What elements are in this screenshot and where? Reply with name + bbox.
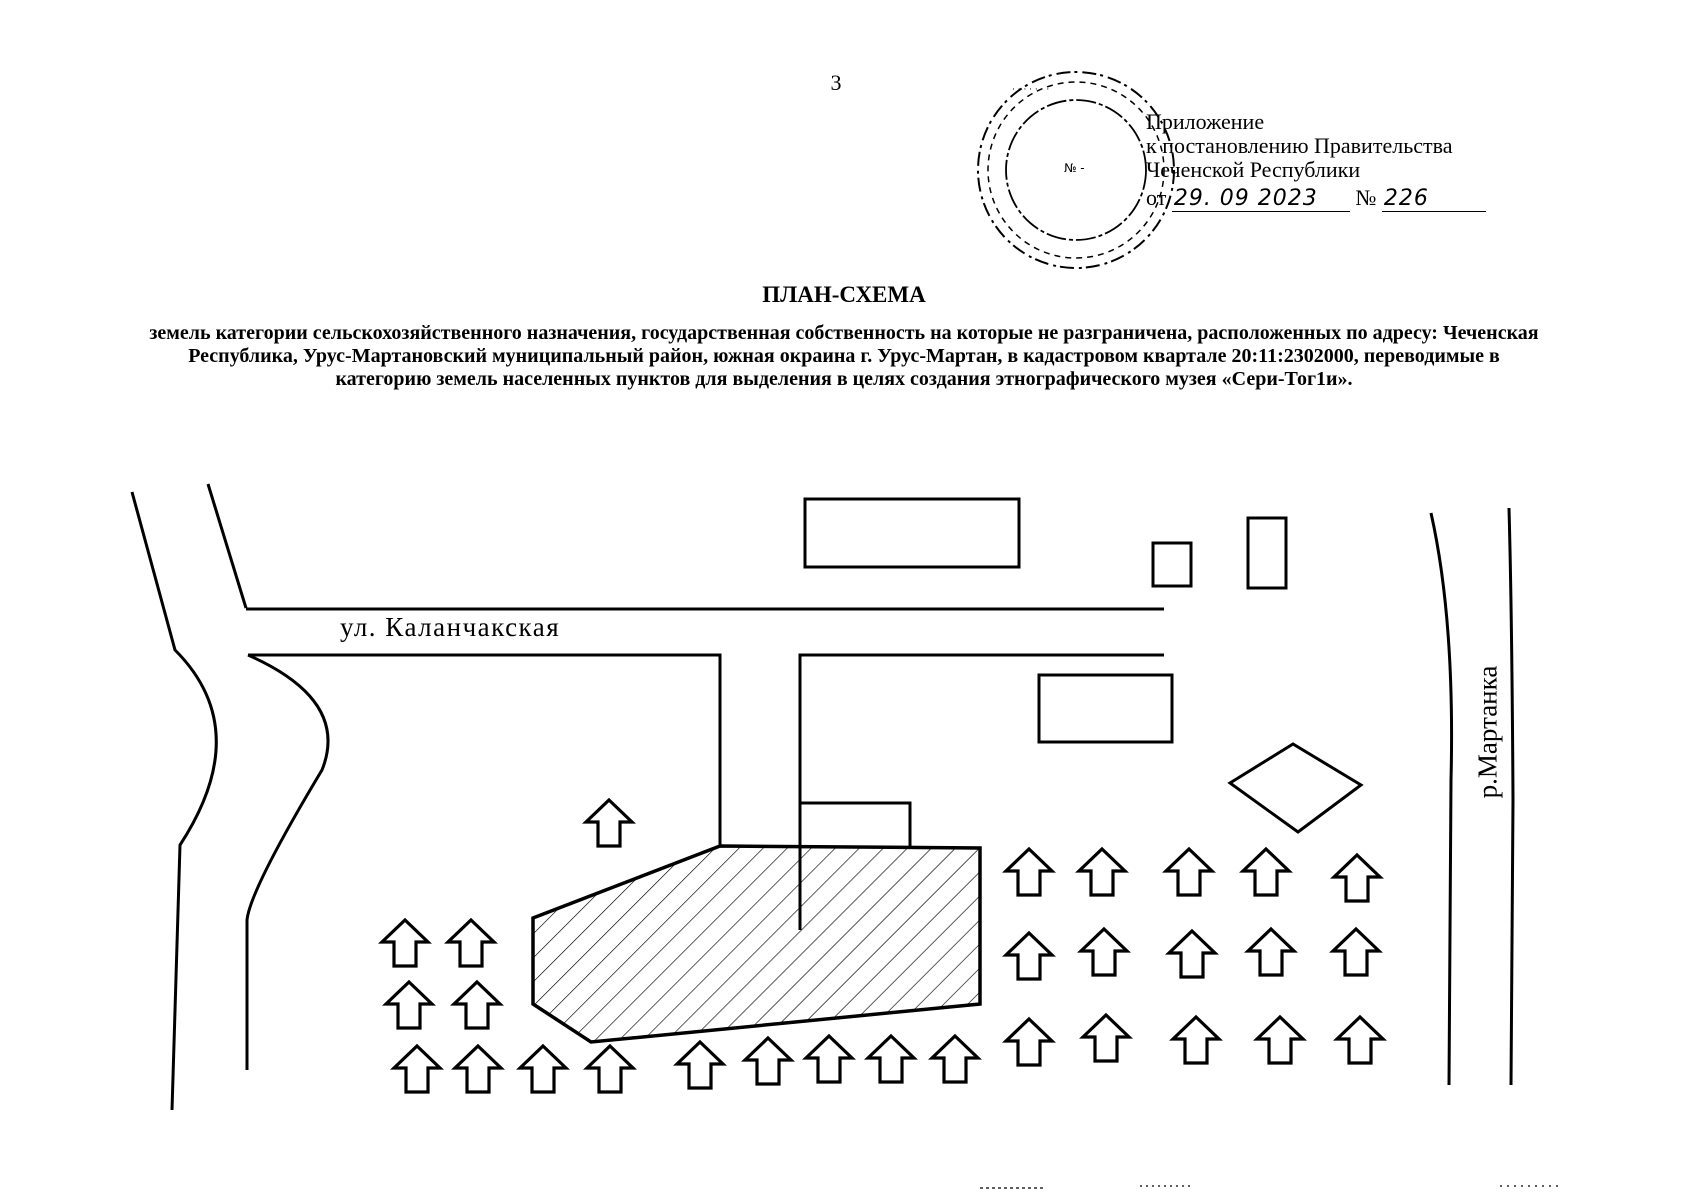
tree-arrow-icon — [1164, 847, 1214, 897]
tree-arrow-icon — [1004, 1017, 1054, 1067]
building — [1037, 673, 1174, 744]
building — [1227, 742, 1364, 834]
tree-arrow-icon — [452, 980, 502, 1030]
street-bottom-left-edge — [248, 653, 722, 845]
hatched-parcel — [531, 844, 982, 1044]
document-description: земель категории сельскохозяйственного н… — [149, 322, 1539, 390]
street-bottom-right-edge — [798, 653, 1164, 930]
tree-arrow-icon — [1171, 1015, 1221, 1065]
tree-arrow-icon — [1077, 847, 1127, 897]
page-number: 3 — [830, 70, 842, 95]
appendix-republic: Чеченской Республики — [1146, 157, 1361, 182]
tree-arrow-icon — [1335, 1015, 1385, 1065]
tree-arrow-icon — [585, 1044, 635, 1094]
tree-arrow-icon — [1331, 927, 1381, 977]
building — [1151, 541, 1193, 588]
tree-arrow-icon — [1004, 847, 1054, 897]
building — [1246, 516, 1288, 590]
date-value: 29. 09 2023 — [1171, 187, 1350, 212]
river-label: р.Мартанка — [1472, 665, 1503, 799]
appendix-title: Приложение — [1146, 109, 1265, 134]
tree-arrow-icon — [930, 1034, 980, 1084]
road-right-edge — [206, 483, 330, 1070]
tree-arrow-icon — [453, 1044, 503, 1094]
tree-arrow-icon — [1081, 1013, 1131, 1063]
road-left-edge — [130, 491, 218, 1111]
river-right-bank — [1507, 507, 1515, 1086]
official-seal: № - · · · · · · · — [977, 71, 1175, 269]
number-sign: № — [1355, 185, 1377, 210]
tree-arrow-icon — [1332, 853, 1382, 903]
scan-artifacts — [980, 1185, 1560, 1189]
tree-arrow-icon — [1004, 931, 1054, 981]
tree-arrow-icon — [804, 1034, 854, 1084]
svg-text:№ -: № - — [1064, 161, 1085, 175]
svg-text:· · · · · · ·: · · · · · · · — [1012, 85, 1049, 95]
tree-arrow-icon — [584, 798, 634, 848]
tree-arrow-icon — [1167, 929, 1217, 979]
page-title: ПЛАН-СХЕМА — [762, 282, 926, 307]
building — [800, 801, 912, 848]
tree-arrow-icon — [743, 1036, 793, 1086]
tree-arrow-icon — [392, 1044, 442, 1094]
building — [803, 497, 1021, 569]
tree-arrow-icon — [1079, 927, 1129, 977]
street-label: ул. Каланчакская — [340, 612, 561, 642]
tree-arrow-icon — [384, 980, 434, 1030]
tree-arrow-icon — [380, 918, 430, 968]
tree-arrow-icon — [518, 1044, 568, 1094]
tree-arrow-icon — [675, 1040, 725, 1090]
appendix-date-line: от 29. 09 2023 № 226 — [1146, 186, 1566, 212]
number-value: 226 — [1381, 187, 1486, 212]
river-left-bank — [1429, 512, 1454, 1086]
tree-arrow-icon — [1255, 1015, 1305, 1065]
tree-arrow-icon — [446, 918, 496, 968]
tree-arrow-icon — [1241, 847, 1291, 897]
tree-arrow-icon — [866, 1034, 916, 1084]
date-prefix: от — [1146, 185, 1167, 210]
appendix-block: Приложение к постановлению Правительства… — [1146, 110, 1566, 212]
appendix-resolution: к постановлению Правительства — [1146, 133, 1453, 158]
tree-arrow-icon — [1246, 927, 1296, 977]
